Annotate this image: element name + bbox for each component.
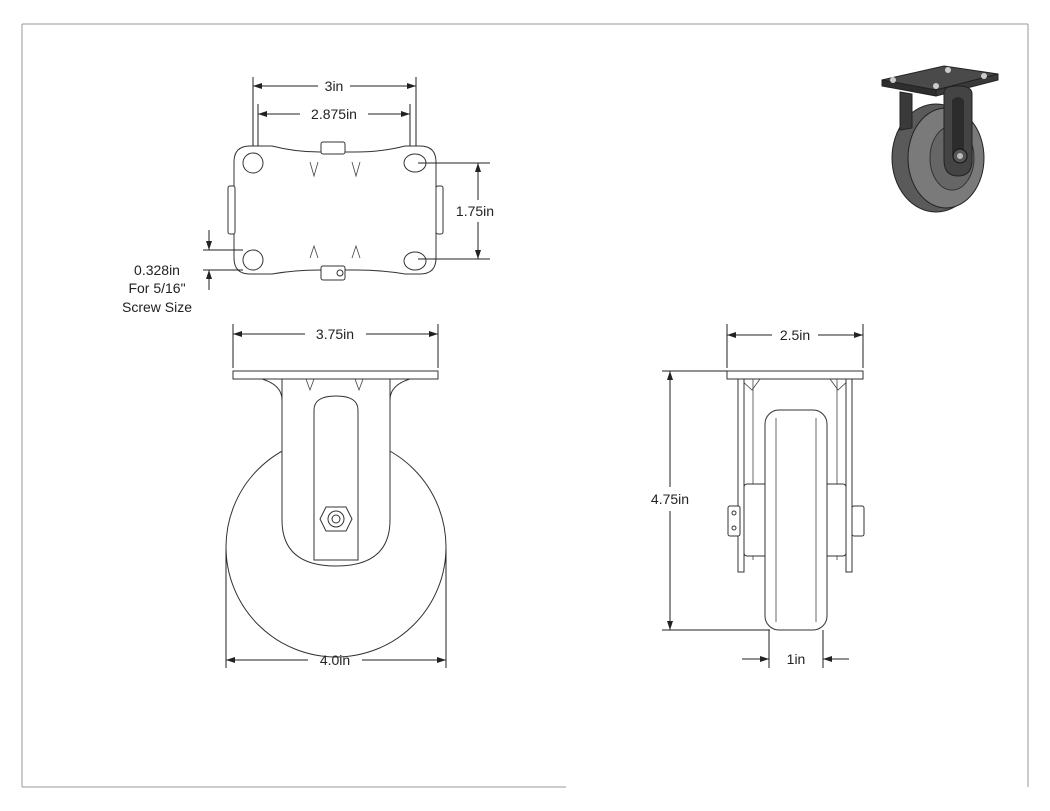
dim-plate-width: 3.75in — [316, 326, 354, 342]
front-view: 3.75in 4.0in — [225, 324, 447, 668]
bolt-hole — [242, 152, 427, 271]
side-view: 2.5in 4.75in 1in — [651, 324, 865, 668]
wheel-side — [764, 409, 828, 631]
dim-bolt-note-1: For 5/16" — [128, 280, 185, 296]
dim-top-height: 1.75in — [456, 203, 494, 219]
dim-bolt-note-2: Screw Size — [122, 299, 192, 315]
dim-side-width: 2.5in — [780, 327, 810, 343]
dim-wheel-diameter: 4.0in — [320, 652, 350, 668]
dim-top-outer-width: 3in — [325, 78, 344, 94]
sheet-frame — [21, 23, 1029, 788]
dim-wheel-width: 1in — [787, 651, 806, 667]
top-view: 3in 2.875in 1.75in 0.328in For 5/16" Scr… — [122, 77, 494, 315]
caster-isometric-view — [881, 65, 999, 213]
dim-top-inner-width: 2.875in — [311, 106, 357, 122]
dim-overall-height: 4.75in — [651, 491, 689, 507]
axle-nut — [319, 506, 353, 532]
dim-bolt-hole: 0.328in — [134, 262, 180, 278]
